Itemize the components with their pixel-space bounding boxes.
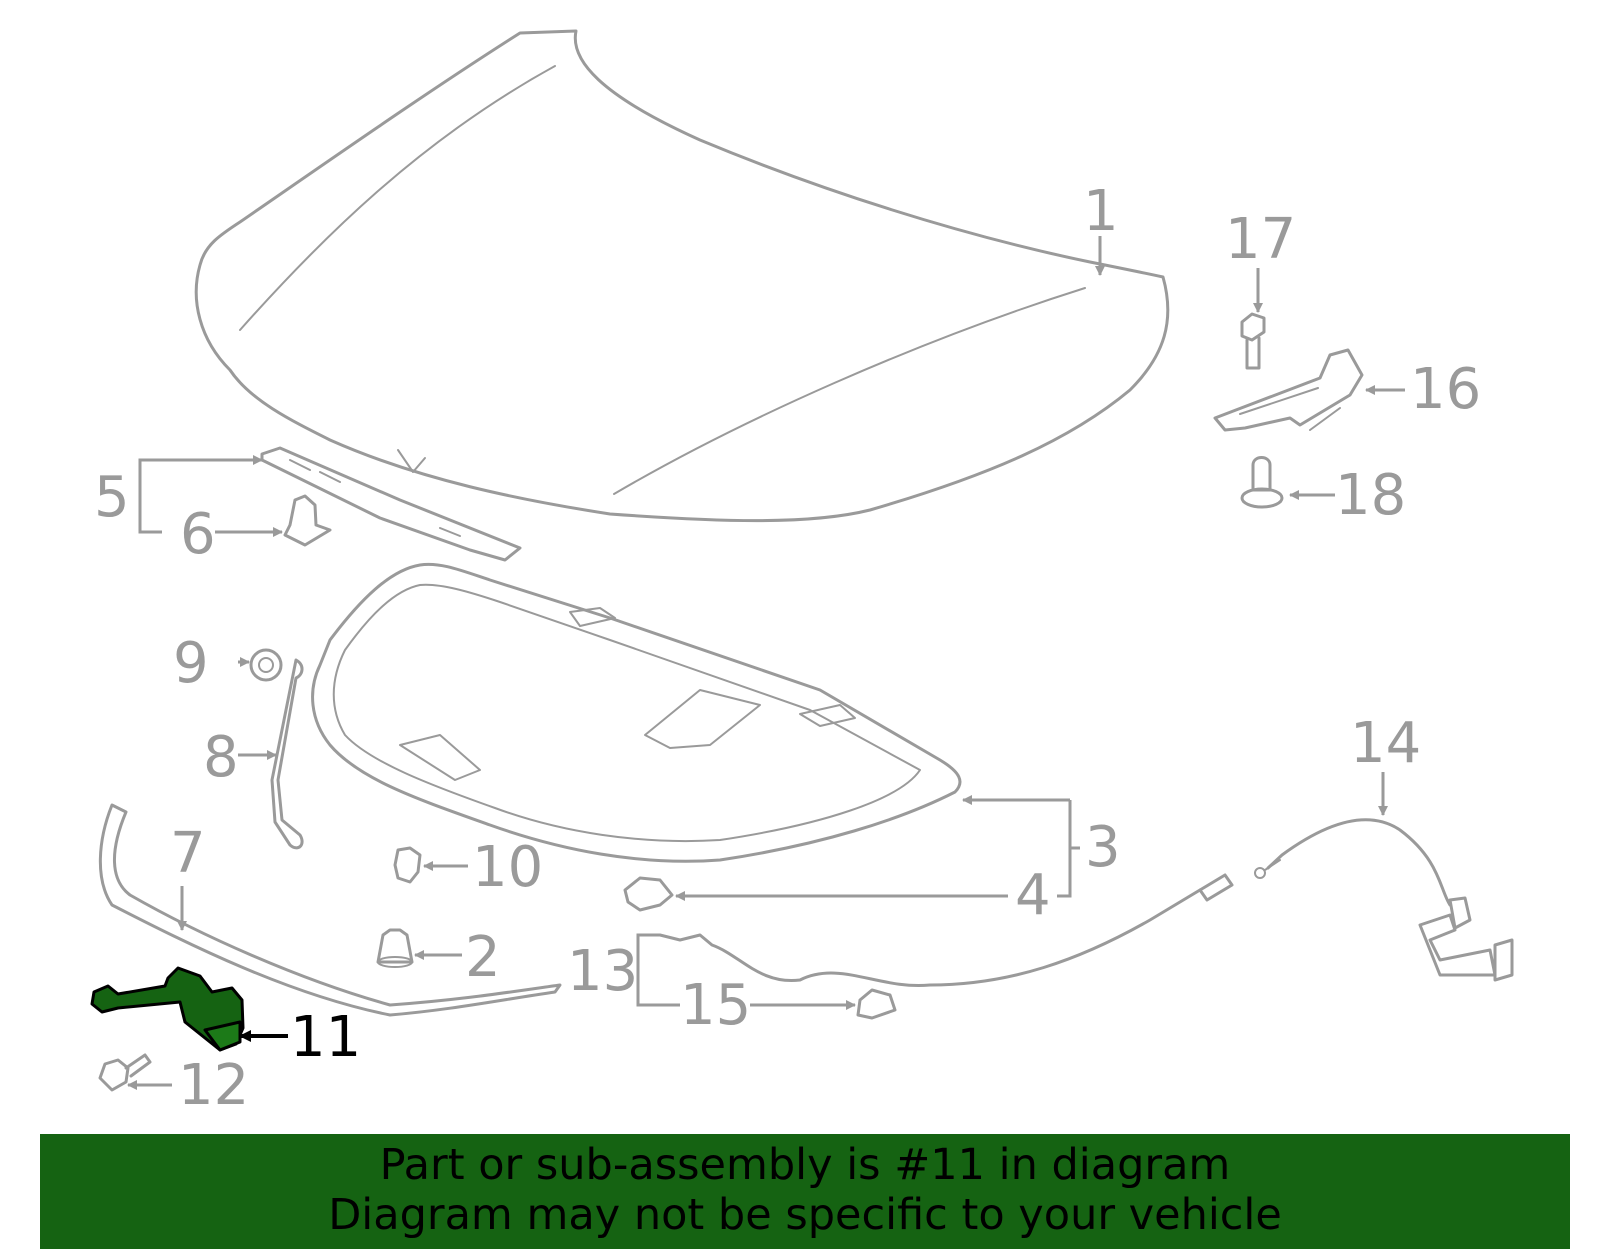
hood-latch-part-highlighted: [90, 966, 245, 1052]
hood-seal-part: [98, 803, 562, 1017]
callout-1: 1: [1083, 179, 1119, 244]
callout-7: 7: [170, 821, 206, 886]
clip-15-part: [856, 988, 897, 1020]
callout-13: 13: [567, 939, 638, 1004]
info-banner: Part or sub-assembly is #11 in diagram D…: [40, 1134, 1570, 1249]
callout-10: 10: [472, 835, 543, 900]
callout-11-highlighted: 11: [290, 1005, 361, 1070]
grommet-part: [249, 648, 283, 682]
release-handle-part: [1418, 896, 1514, 982]
hood-part: [194, 29, 1170, 523]
callout-14: 14: [1350, 711, 1421, 776]
hood-insulator-part: [311, 562, 962, 863]
callout-15: 15: [680, 973, 751, 1038]
callout-5: 5: [94, 465, 130, 530]
release-cable-part: [643, 818, 1452, 988]
bolt-17-part: [1240, 312, 1266, 370]
callout-17: 17: [1225, 207, 1296, 272]
bracket-part: [1213, 348, 1364, 432]
callout-18: 18: [1335, 463, 1406, 528]
callout-3: 3: [1085, 815, 1121, 880]
callout-2: 2: [465, 925, 501, 990]
callout-numbers: 1 2 3 4 5 6 7 8 9 10 11 12 13 14 15 16 1…: [94, 179, 1481, 1118]
leader-lines: [127, 236, 1405, 1090]
clip-10-part: [393, 846, 422, 884]
clip-6-part: [283, 494, 332, 547]
callout-16: 16: [1410, 357, 1481, 422]
bolt-12-part: [98, 1053, 152, 1092]
callout-6: 6: [180, 502, 216, 567]
clip-18-part: [1240, 456, 1284, 509]
clip-4-part: [623, 876, 674, 912]
callout-9: 9: [173, 631, 209, 696]
banner-line-1: Part or sub-assembly is #11 in diagram: [379, 1140, 1231, 1190]
seal-strip-part: [260, 446, 522, 562]
callout-12: 12: [178, 1053, 249, 1118]
prop-rod-part: [270, 658, 304, 850]
callout-4: 4: [1015, 863, 1051, 928]
bumper-stop-part: [376, 928, 414, 968]
banner-line-2: Diagram may not be specific to your vehi…: [328, 1190, 1282, 1240]
callout-8: 8: [203, 725, 239, 790]
